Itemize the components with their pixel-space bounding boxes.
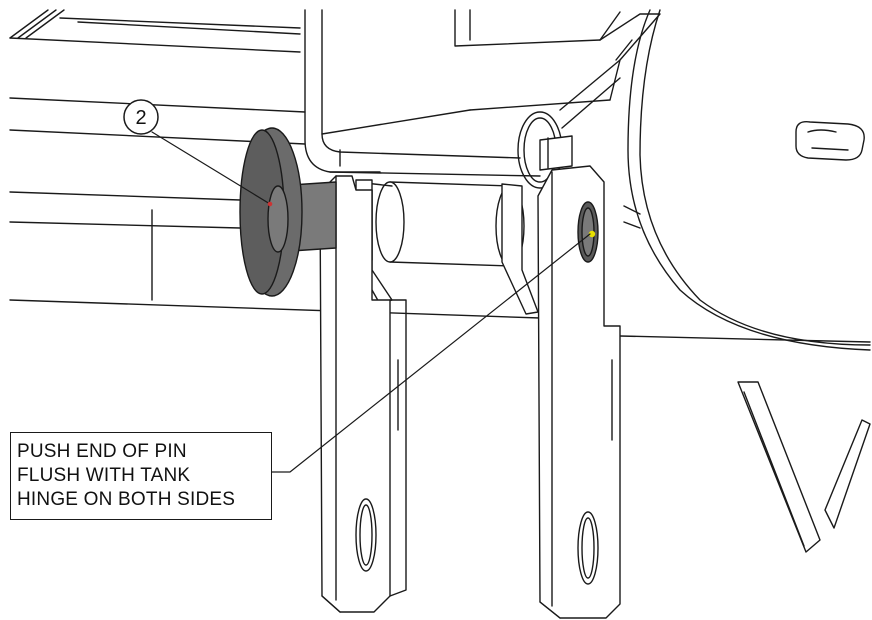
lynch-pin-ring bbox=[517, 111, 573, 189]
chassis-frame bbox=[9, 9, 541, 319]
pin-end bbox=[577, 201, 599, 263]
right-gusset bbox=[501, 183, 539, 315]
instruction-callout: PUSH END OF PIN FLUSH WITH TANK HINGE ON… bbox=[10, 432, 272, 520]
top-bracket bbox=[304, 9, 621, 177]
cross-tube bbox=[355, 181, 525, 267]
callout-leader bbox=[271, 233, 591, 473]
tank-body bbox=[619, 9, 871, 351]
balloon-leader bbox=[151, 131, 273, 207]
balloon-number: 2 bbox=[135, 107, 146, 129]
tank-decal bbox=[737, 381, 871, 553]
left-hinge-plate bbox=[319, 175, 407, 613]
item-balloon: 2 bbox=[123, 99, 159, 135]
right-hinge-plate bbox=[537, 165, 621, 619]
callout-line-3: HINGE ON BOTH SIDES bbox=[17, 489, 236, 510]
callout-line-1: PUSH END OF PIN bbox=[17, 441, 187, 462]
latch-arm bbox=[559, 13, 661, 129]
callout-line-2: FLUSH WITH TANK bbox=[17, 465, 191, 486]
hinge-pin bbox=[239, 127, 337, 297]
tank-knob bbox=[795, 121, 865, 161]
